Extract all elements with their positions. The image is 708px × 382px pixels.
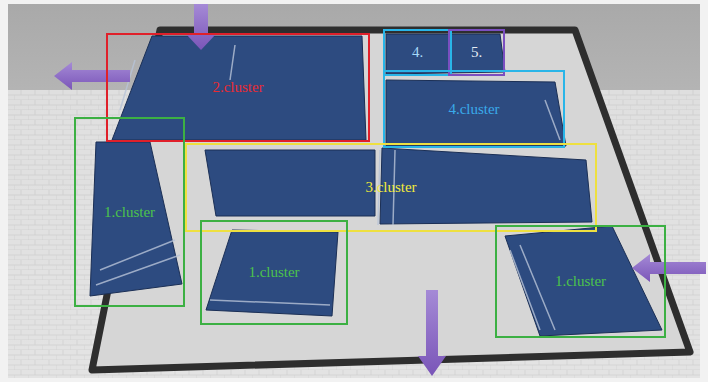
cluster-box: 4.cluster [383, 70, 565, 148]
cluster-box: 5. [448, 29, 505, 76]
cluster-box: 4. [383, 29, 452, 76]
cluster-label: 1.cluster [555, 273, 606, 290]
cluster-box: 1.cluster [495, 225, 666, 338]
cluster-box: 2.cluster [106, 33, 370, 142]
cluster-box: 1.cluster [200, 220, 348, 325]
cluster-label: 4.cluster [448, 101, 499, 118]
cluster-box: 3.cluster [185, 143, 597, 232]
cluster-label: 4. [412, 44, 423, 61]
cluster-label: 5. [471, 44, 482, 61]
direction-arrows [54, 4, 706, 376]
cluster-label: 2.cluster [212, 79, 263, 96]
panel-frames [96, 45, 560, 330]
cluster-label: 1.cluster [248, 264, 299, 281]
solar-panels [90, 34, 662, 336]
cluster-label: 1.cluster [104, 204, 155, 221]
cluster-box: 1.cluster [74, 117, 185, 307]
roof-surface [92, 30, 690, 370]
background [8, 4, 700, 378]
cluster-label: 3.cluster [365, 179, 416, 196]
roof-edge [92, 30, 690, 370]
